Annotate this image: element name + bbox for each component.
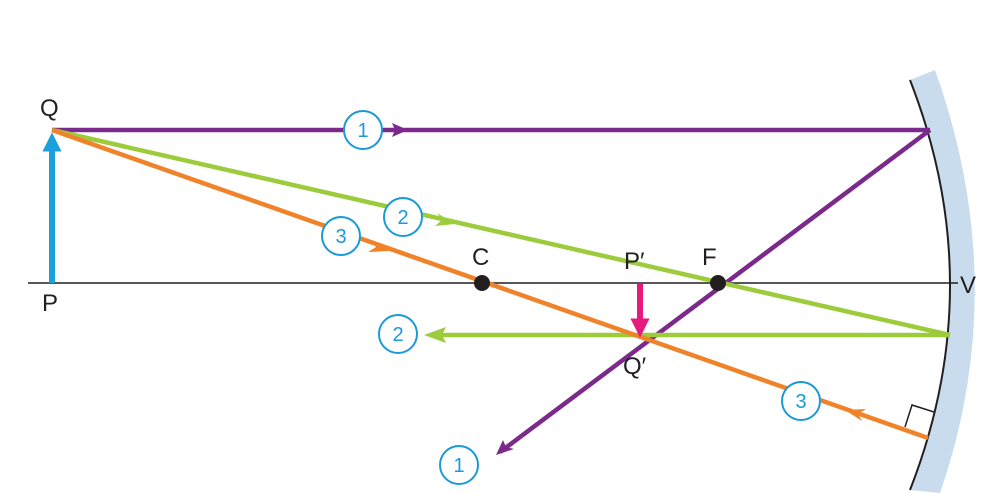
label-Q-image: Q′ xyxy=(623,353,647,380)
label-P-image: P′ xyxy=(624,248,645,275)
ray-1-incident-number-badge: 1 xyxy=(343,110,383,150)
ray-2-incident-number: 2 xyxy=(397,207,408,229)
ray-1-direction-arrow xyxy=(392,123,408,137)
ray-3-incident-number: 3 xyxy=(335,226,346,248)
ray-3-reflected-number-badge: 3 xyxy=(781,381,821,421)
focal-point xyxy=(710,275,726,291)
center-of-curvature-point xyxy=(474,275,490,291)
label-F: F xyxy=(702,244,717,271)
label-P: P xyxy=(42,290,58,317)
mirror-reflecting-surface xyxy=(909,79,951,491)
right-angle-marker xyxy=(904,404,935,428)
ray-2-incident xyxy=(51,127,951,338)
ray-2-reflected-arrowhead xyxy=(424,327,446,343)
ray-3-reflected-arrow xyxy=(845,409,866,421)
concave-mirror xyxy=(910,70,975,493)
ray-1-reflected-number: 1 xyxy=(453,455,464,477)
label-V: V xyxy=(960,272,976,299)
ray-1-reflected-arrowhead xyxy=(496,440,514,455)
ray-2-reflected-number: 2 xyxy=(392,324,403,346)
label-C: C xyxy=(472,244,489,271)
ray-3-direction-arrow xyxy=(368,240,389,252)
ray-3-incident-number-badge: 3 xyxy=(321,216,361,256)
label-Q: Q xyxy=(40,95,59,122)
ray-3-reflected-number: 3 xyxy=(795,391,806,413)
ray-2-direction-arrow xyxy=(435,213,455,226)
ray-3-through-center xyxy=(51,127,929,441)
ray-1-incident-number: 1 xyxy=(357,120,368,142)
ray-2-incident-number-badge: 2 xyxy=(383,197,423,237)
ray-2-reflected-number-badge: 2 xyxy=(378,314,418,354)
ray-1-reflected xyxy=(498,128,932,454)
ray-1-reflected-number-badge: 1 xyxy=(439,445,479,485)
